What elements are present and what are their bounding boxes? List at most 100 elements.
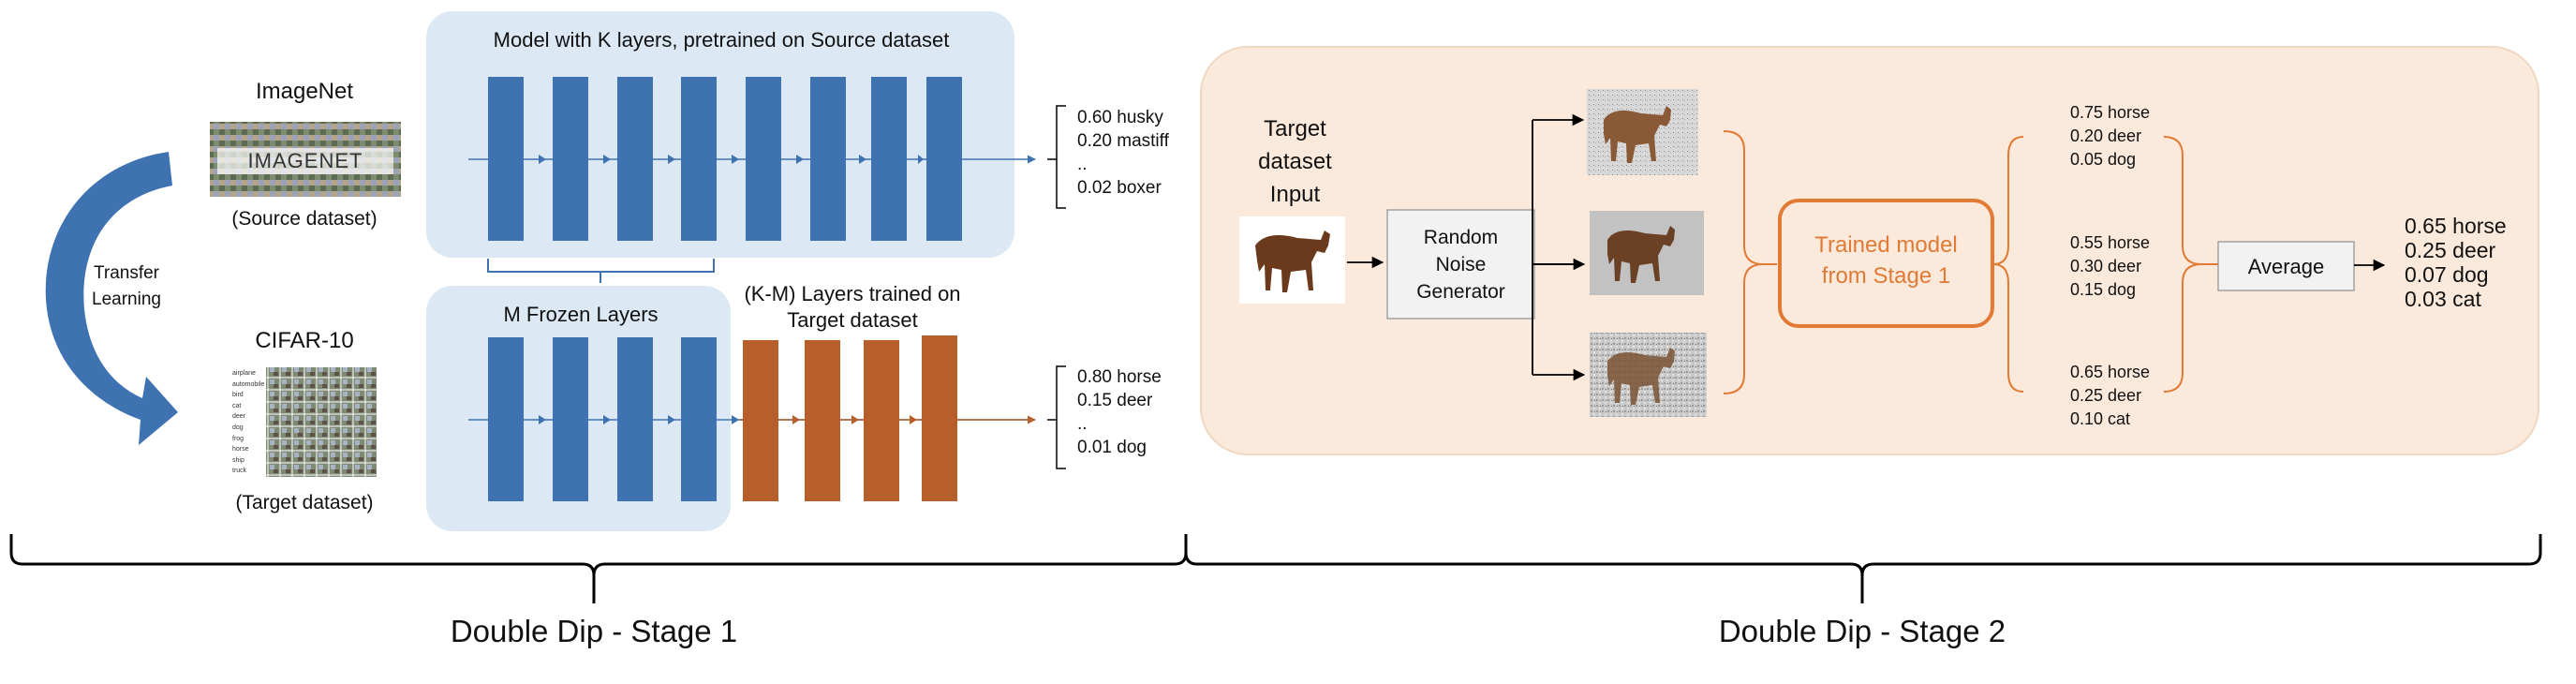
source-model-layers bbox=[488, 77, 962, 241]
cifar10-title: CIFAR-10 bbox=[255, 328, 354, 353]
trained-layer-1 bbox=[743, 340, 778, 501]
final-output-2: 0.25 deer bbox=[2405, 238, 2496, 262]
transfer-label-line-2: Learning bbox=[92, 290, 161, 309]
prediction-2-line-3: 0.15 dog bbox=[2070, 280, 2137, 299]
target-output-bracket bbox=[1047, 365, 1066, 469]
trained-layers-title: (K-M) Layers trained on Target dataset bbox=[712, 281, 993, 334]
target-input-label: Target dataset Input bbox=[1227, 112, 1363, 211]
imagenet-title: ImageNet bbox=[255, 79, 354, 104]
target-input-line-2: dataset bbox=[1258, 149, 1332, 174]
source-output-4: 0.02 boxer bbox=[1077, 178, 1162, 198]
prediction-1-line-1: 0.75 horse bbox=[2070, 103, 2151, 122]
source-layer-2 bbox=[553, 77, 588, 241]
noisy-horse-image-1 bbox=[1587, 89, 1698, 175]
imagenet-thumbnail bbox=[210, 122, 401, 197]
target-output-1: 0.80 horse bbox=[1077, 367, 1162, 387]
source-output-1: 0.60 husky bbox=[1077, 108, 1163, 127]
trained-model-box bbox=[1778, 199, 1994, 328]
prediction-2-line-2: 0.30 deer bbox=[2070, 257, 2142, 275]
frozen-layer-1 bbox=[488, 337, 524, 501]
source-model-output: 0.60 husky 0.20 mastiff .. 0.02 boxer bbox=[1077, 106, 1169, 200]
trained-model-line-1: Trained model bbox=[1814, 232, 1958, 258]
cifar-class-9: truck bbox=[232, 468, 247, 475]
frozen-layer-2 bbox=[553, 337, 588, 501]
stage2-brace bbox=[1184, 534, 2542, 603]
cifar-class-7: horse bbox=[232, 446, 249, 454]
noise-label-line-1: Random bbox=[1423, 227, 1499, 248]
source-layer-7 bbox=[871, 77, 907, 241]
cifar-class-2: bird bbox=[232, 392, 244, 399]
source-layer-6 bbox=[810, 77, 846, 241]
cifar-class-1: automobile bbox=[232, 380, 265, 388]
target-input-line-1: Target bbox=[1264, 116, 1326, 141]
average-box bbox=[2217, 241, 2355, 291]
stage2-label: Double Dip - Stage 2 bbox=[1718, 614, 2006, 648]
source-output-2: 0.20 mastiff bbox=[1077, 131, 1169, 151]
transfer-learning-label: Transfer Learning bbox=[66, 260, 187, 313]
target-input-line-3: Input bbox=[1269, 182, 1321, 207]
transfer-learning-arrow bbox=[45, 152, 178, 445]
source-output-bracket bbox=[1047, 105, 1066, 209]
cifar-class-4: deer bbox=[232, 413, 246, 421]
model-to-predictions-brace bbox=[1992, 136, 2024, 393]
source-layer-5 bbox=[746, 77, 781, 241]
transfer-label-line-1: Transfer bbox=[93, 263, 160, 283]
noisy-horse-image-2 bbox=[1590, 211, 1704, 295]
prediction-3-line-3: 0.10 cat bbox=[2070, 409, 2131, 428]
prediction-3-line-2: 0.25 deer bbox=[2070, 386, 2142, 405]
final-output-1: 0.65 horse bbox=[2405, 214, 2507, 238]
noise-generator-box bbox=[1386, 209, 1535, 320]
average-label: Average bbox=[2247, 255, 2325, 278]
prediction-3-line-1: 0.65 horse bbox=[2070, 363, 2151, 381]
target-flow-arrowheads bbox=[539, 415, 917, 424]
final-output: 0.65 horse 0.25 deer 0.07 dog 0.03 cat bbox=[2405, 214, 2507, 311]
final-output-3: 0.07 dog bbox=[2405, 262, 2489, 287]
source-model-title: Model with K layers, pretrained on Sourc… bbox=[493, 28, 950, 52]
imagenet-caption: (Source dataset) bbox=[231, 208, 378, 230]
cifar-class-3: cat bbox=[232, 402, 242, 409]
noise-label-line-2: Noise bbox=[1435, 254, 1487, 275]
source-layer-4 bbox=[681, 77, 717, 241]
target-model-output: 0.80 horse 0.15 deer .. 0.01 dog bbox=[1077, 365, 1162, 459]
frozen-layer-4 bbox=[681, 337, 717, 501]
prediction-group-1: 0.75 horse 0.20 deer 0.05 dog bbox=[2070, 101, 2150, 171]
trained-model-line-2: from Stage 1 bbox=[1821, 263, 1951, 289]
cifar10-class-list: airplane automobile bird cat deer dog fr… bbox=[232, 368, 264, 477]
cifar-class-8: ship bbox=[232, 456, 244, 464]
target-output-3: .. bbox=[1077, 414, 1088, 434]
cifar10-thumbnail bbox=[229, 365, 378, 478]
prediction-group-3: 0.65 horse 0.25 deer 0.10 cat bbox=[2070, 361, 2150, 431]
prediction-1-line-3: 0.05 dog bbox=[2070, 150, 2137, 169]
frozen-link-bracket bbox=[487, 259, 715, 283]
stage1-brace bbox=[9, 534, 1188, 603]
source-layer-8 bbox=[926, 77, 962, 241]
cifar10-caption: (Target dataset) bbox=[235, 492, 374, 513]
trained-layer-3 bbox=[864, 340, 899, 501]
trained-layers-title-line-2: Target dataset bbox=[787, 308, 918, 332]
trained-layers bbox=[743, 335, 957, 501]
prediction-group-2: 0.55 horse 0.30 deer 0.15 dog bbox=[2070, 231, 2150, 302]
trained-layers-title-line-1: (K-M) Layers trained on bbox=[744, 282, 961, 305]
noise-generator-label: Random Noise Generator bbox=[1387, 224, 1534, 305]
frozen-layers-title: M Frozen Layers bbox=[503, 303, 659, 326]
prediction-2-line-1: 0.55 horse bbox=[2070, 233, 2151, 252]
source-layer-1 bbox=[488, 77, 524, 241]
frozen-layers bbox=[488, 337, 717, 501]
source-flow-arrowheads bbox=[539, 155, 924, 164]
noise-label-line-3: Generator bbox=[1416, 281, 1505, 303]
target-output-4: 0.01 dog bbox=[1077, 438, 1147, 457]
stage1-label: Double Dip - Stage 1 bbox=[450, 614, 738, 648]
imagenet-logo-text: IMAGENET bbox=[247, 149, 363, 172]
prediction-1-line-2: 0.20 deer bbox=[2070, 126, 2142, 145]
trained-layer-4 bbox=[922, 335, 957, 501]
source-layer-3 bbox=[617, 77, 653, 241]
cifar-class-0: airplane bbox=[232, 370, 256, 377]
input-horse-image bbox=[1239, 216, 1345, 304]
source-output-3: .. bbox=[1077, 155, 1088, 174]
cifar-class-6: frog bbox=[232, 435, 244, 442]
cifar-class-5: dog bbox=[232, 424, 244, 431]
trained-layer-2 bbox=[805, 340, 840, 501]
target-output-2: 0.15 deer bbox=[1077, 391, 1153, 410]
final-output-4: 0.03 cat bbox=[2405, 287, 2481, 311]
